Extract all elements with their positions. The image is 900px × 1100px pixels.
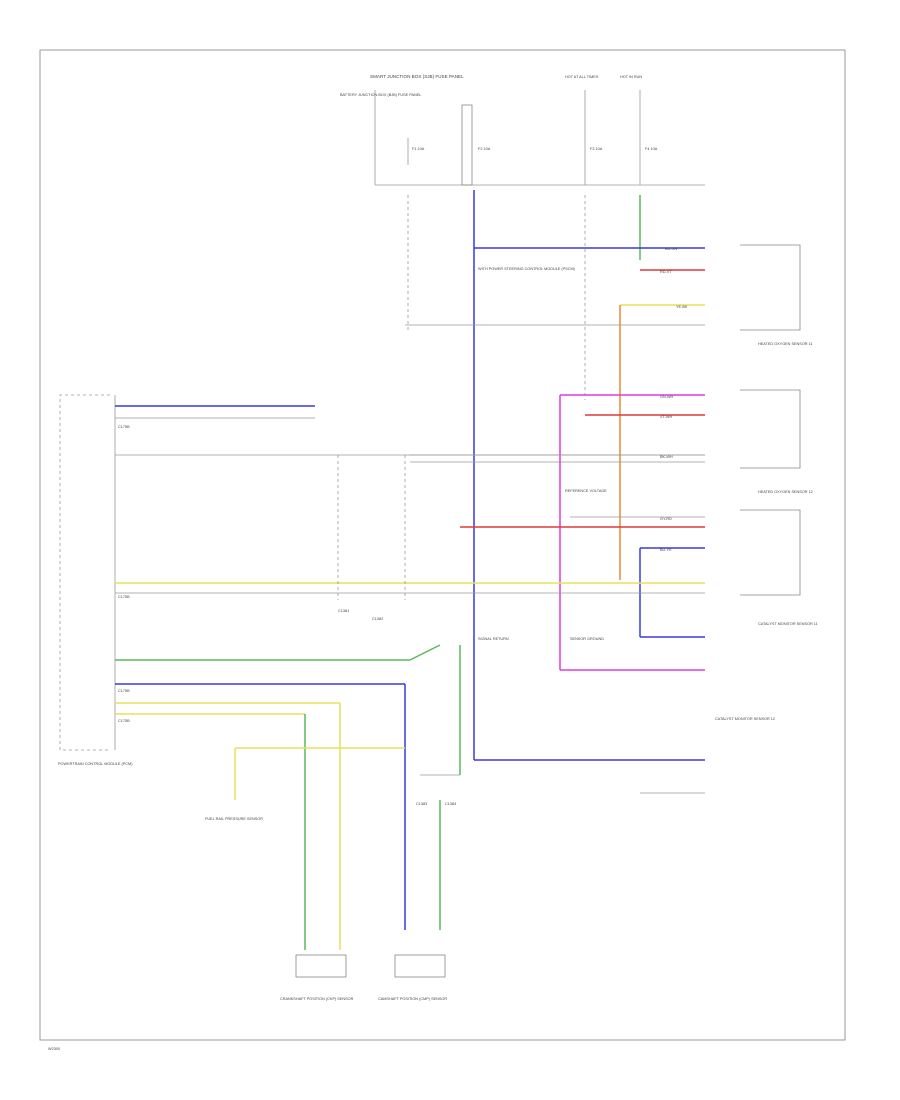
pcm-pin: C175B xyxy=(118,425,130,429)
hot-label-1: HOT AT ALL TIMES xyxy=(565,75,599,79)
wire-label: BK-WH xyxy=(660,455,673,459)
fuse-label: F3 10A xyxy=(590,147,603,151)
wire-label: YE-BK xyxy=(676,305,688,309)
connector-label: C1384 xyxy=(445,802,456,806)
component-label: HEATED OXYGEN SENSOR 12 xyxy=(758,490,813,494)
connector-label: C1382 xyxy=(372,617,383,621)
component-label: CATALYST MONITOR SENSOR 12 xyxy=(715,717,775,721)
pcm-pin: C175B xyxy=(118,689,130,693)
component-label: CATALYST MONITOR SENSOR 11 xyxy=(758,622,818,626)
fuse-panel: SMART JUNCTION BOX (SJB) FUSE PANEL BATT… xyxy=(340,74,705,186)
wire-label: BU-YE xyxy=(660,548,672,552)
pcm-pin: C175B xyxy=(118,719,130,723)
fuse-label: F1 10A xyxy=(412,147,425,151)
sensor-group-bottom: CATALYST MONITOR SENSOR 12 xyxy=(474,717,775,794)
fuse-label: F2 10A xyxy=(478,147,491,151)
fuse-panel-label: SMART JUNCTION BOX (SJB) FUSE PANEL xyxy=(370,74,464,79)
component-label: HEATED OXYGEN SENSOR 11 xyxy=(758,342,813,346)
pcm-pin: C175B xyxy=(118,595,130,599)
sensor-group-upper: HEATED OXYGEN SENSOR 11 xyxy=(405,244,813,580)
fuse-f1: F1 10A xyxy=(407,138,425,165)
diagram-frame xyxy=(39,49,846,1041)
wire-label: GN-WH xyxy=(660,395,674,399)
fuse-f4: F4 10A xyxy=(639,90,658,185)
bottom-component-label: CAMSHAFT POSITION (CMP) SENSOR xyxy=(378,997,447,1001)
connector-label: C1383 xyxy=(416,802,427,806)
wire-label: BU-GN xyxy=(665,247,677,251)
wire-label: GY-RD xyxy=(660,517,672,521)
pcm-label: POWERTRAIN CONTROL MODULE (PCM) xyxy=(58,762,133,766)
note-text: SIGNAL RETURN xyxy=(478,637,509,641)
note-text: REFERENCE VOLTAGE xyxy=(565,489,607,493)
sensor-group-lower: CATALYST MONITOR SENSOR 11 xyxy=(460,509,818,638)
fuse-f3: F3 10A xyxy=(584,90,603,185)
pcm-module: POWERTRAIN CONTROL MODULE (PCM) C175B C1… xyxy=(58,394,705,950)
fuse-label: F4 10A xyxy=(645,147,658,151)
fuse-panel-note: BATTERY JUNCTION BOX (BJB) FUSE PANEL xyxy=(340,93,421,97)
component-label: FUEL RAIL PRESSURE SENSOR xyxy=(205,817,263,821)
bottom-component-label: CRANKSHAFT POSITION (CKP) SENSOR xyxy=(280,997,354,1001)
fuse-f2: F2 10A xyxy=(461,104,491,186)
wire-label: RD-VT xyxy=(660,270,672,274)
note-text: SENSOR GROUND xyxy=(570,637,604,641)
sensor-box-cmp: CAMSHAFT POSITION (CMP) SENSOR xyxy=(378,954,447,1001)
footer-code: W2300 xyxy=(48,1047,60,1051)
hot-label-2: HOT IN RUN xyxy=(620,75,642,79)
note-text: WITH POWER STEERING CONTROL MODULE (PSCM… xyxy=(478,267,576,271)
wire-label: VT-WH xyxy=(660,415,672,419)
sensor-box-ckp: CRANKSHAFT POSITION (CKP) SENSOR xyxy=(280,954,354,1001)
connector-label: C1381 xyxy=(338,609,349,613)
